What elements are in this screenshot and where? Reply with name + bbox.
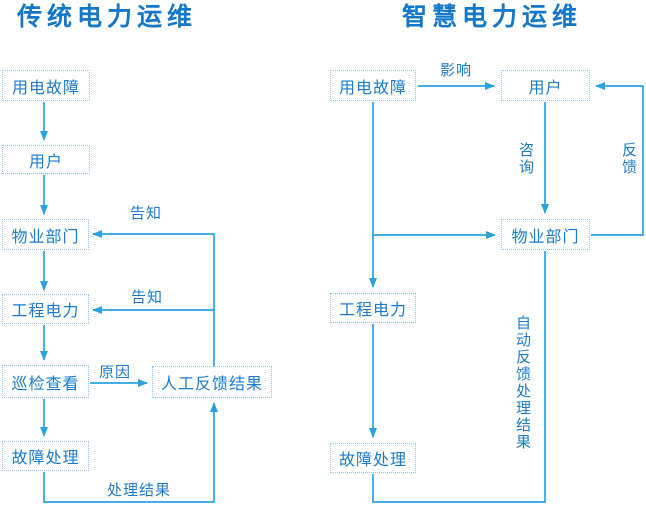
right-chart-title: 智慧电力运维	[402, 2, 583, 31]
node-right-engineering-power: 工程电力	[330, 293, 416, 323]
node-left-user: 用户	[2, 145, 90, 174]
left-chart-title: 传统电力运维	[17, 2, 198, 31]
node-left-property-dept: 物业部门	[2, 219, 89, 250]
edge-r-property-feedback-user	[591, 81, 644, 236]
edge-label-consult: 咨询	[517, 142, 535, 176]
edge-label-impact: 影响	[440, 61, 473, 79]
edge-l-feedback-notify-property	[91, 229, 215, 366]
edge-label-feedback: 反馈	[620, 142, 638, 176]
node-left-manual-feedback-result: 人工反馈结果	[152, 366, 272, 398]
edge-label-auto-feedback-result: 自动反馈处理结果	[514, 315, 532, 451]
node-left-engineering-power: 工程电力	[2, 294, 89, 324]
node-right-power-fault: 用电故障	[330, 70, 416, 101]
edge-label-handle-result: 处理结果	[107, 481, 172, 499]
node-left-inspection-check: 巡检查看	[2, 365, 89, 398]
node-right-property-dept: 物业部门	[501, 219, 590, 250]
edge-r-handling-auto-feedback-property	[372, 251, 546, 503]
edge-label-notify-property: 告知	[130, 204, 163, 222]
edge-l-handling-result-feedback	[43, 401, 219, 503]
node-right-user: 用户	[501, 70, 590, 101]
node-right-fault-handling: 故障处理	[330, 443, 416, 473]
node-left-power-fault: 用电故障	[2, 70, 90, 101]
edge-label-notify-engineering: 告知	[131, 288, 164, 306]
node-left-fault-handling: 故障处理	[2, 441, 89, 471]
edge-label-reason: 原因	[99, 363, 132, 381]
